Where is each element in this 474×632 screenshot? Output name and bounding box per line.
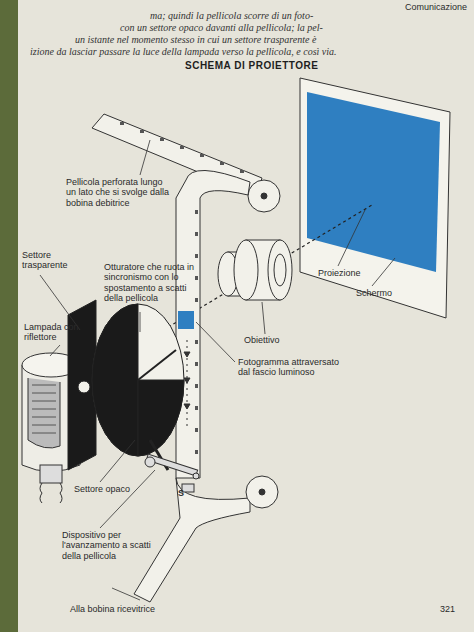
film-perforations: [120, 122, 244, 173]
film-vertical: [184, 352, 190, 357]
shutter: [138, 380, 184, 456]
diagram-title: SCHEMA DI PROIETTORE: [185, 60, 318, 72]
part-label: Settore opaco: [74, 484, 134, 494]
film-perforations: [195, 210, 198, 214]
film-perforations: [195, 362, 198, 366]
leader-lines: [40, 140, 395, 600]
lens: [268, 240, 292, 300]
body-text: con un settore opaco davanti alla pellic…: [120, 22, 323, 34]
part-label: Schermo: [356, 288, 392, 298]
film-perforations: [195, 210, 198, 454]
leader-lines: [100, 470, 155, 528]
film-perforations: [140, 130, 144, 133]
page-number: 321: [440, 604, 455, 614]
film-vertical: [178, 311, 194, 329]
body-text: ma; quindi la pellicola scorre di un fot…: [150, 10, 313, 22]
lamp: [28, 378, 60, 448]
film-vertical: [176, 170, 250, 478]
film-perforations: [195, 254, 198, 258]
page-header: Comunicazione: [405, 2, 467, 12]
lamp: [40, 465, 62, 483]
shutter: [92, 304, 184, 456]
lens: [218, 240, 292, 300]
lens: [234, 240, 258, 300]
part-label: Otturatore che ruota in sincronismo con …: [104, 262, 208, 303]
part-label: Proiezione: [318, 268, 361, 278]
film-perforations: [220, 162, 224, 165]
film-perforations: [195, 340, 198, 344]
film-bottom: [134, 478, 250, 602]
film-vertical: [184, 404, 190, 409]
leader-lines: [338, 210, 365, 266]
body-text: izione da lasciar passare la luce della …: [30, 46, 337, 58]
film-perforations: [195, 384, 198, 388]
film-bottom: [246, 476, 278, 508]
advance-device: [193, 473, 199, 479]
shutter: [78, 381, 90, 393]
leader-lines: [372, 258, 395, 286]
screen: [300, 78, 450, 318]
film-perforations: [195, 428, 198, 432]
film-perforations: [160, 138, 164, 141]
film-perforations: [180, 146, 184, 149]
lamp: [32, 385, 56, 433]
film-vertical: [184, 378, 190, 383]
shutter: [138, 350, 176, 380]
leader-lines: [50, 345, 60, 356]
film-perforations: [195, 450, 198, 454]
screen: [300, 78, 450, 318]
part-label: Alla bobina ricevitrice: [70, 604, 170, 614]
film-top: [248, 180, 280, 212]
film-vertical: [176, 170, 250, 478]
film-perforations: [195, 276, 198, 280]
film-perforations: [195, 298, 198, 302]
part-label: Obiettivo: [244, 335, 280, 345]
part-label: Settore trasparente: [22, 250, 88, 271]
leader-lines: [140, 312, 141, 332]
film-perforations: [200, 154, 204, 157]
advance-device: [145, 457, 155, 467]
film-bottom: [134, 476, 278, 602]
page-edge: [0, 0, 18, 632]
leader-lines: [40, 275, 80, 330]
leader-lines: [112, 588, 140, 600]
shutter: [92, 304, 138, 456]
lens: [274, 254, 286, 286]
part-label: Fotogramma attraversato dal fascio lumin…: [238, 357, 348, 378]
shutter: [68, 300, 184, 470]
leader-lines: [262, 302, 265, 334]
body-text: un istante nel momento stesso in cui un …: [75, 34, 316, 46]
film-perforations: [240, 170, 244, 173]
film-perforations: [195, 406, 198, 410]
film-top: [261, 193, 267, 199]
film-perforations: [120, 122, 124, 125]
part-label: Pellicola perforata lungo un lato che si…: [66, 177, 174, 208]
part-label: Lampada con riflettore: [24, 322, 98, 343]
screen: [307, 92, 440, 272]
advance-device: [145, 454, 199, 479]
film-perforations: [195, 232, 198, 236]
leader-lines: [100, 440, 135, 482]
part-label: Dispositivo per l'avanzamento a scatti d…: [62, 530, 166, 561]
leader-lines: [140, 140, 150, 175]
page: [18, 0, 474, 632]
part-symbol: S: [178, 488, 184, 498]
film-bottom: [259, 489, 265, 495]
lamp: [40, 483, 62, 503]
leader-lines: [196, 322, 235, 362]
